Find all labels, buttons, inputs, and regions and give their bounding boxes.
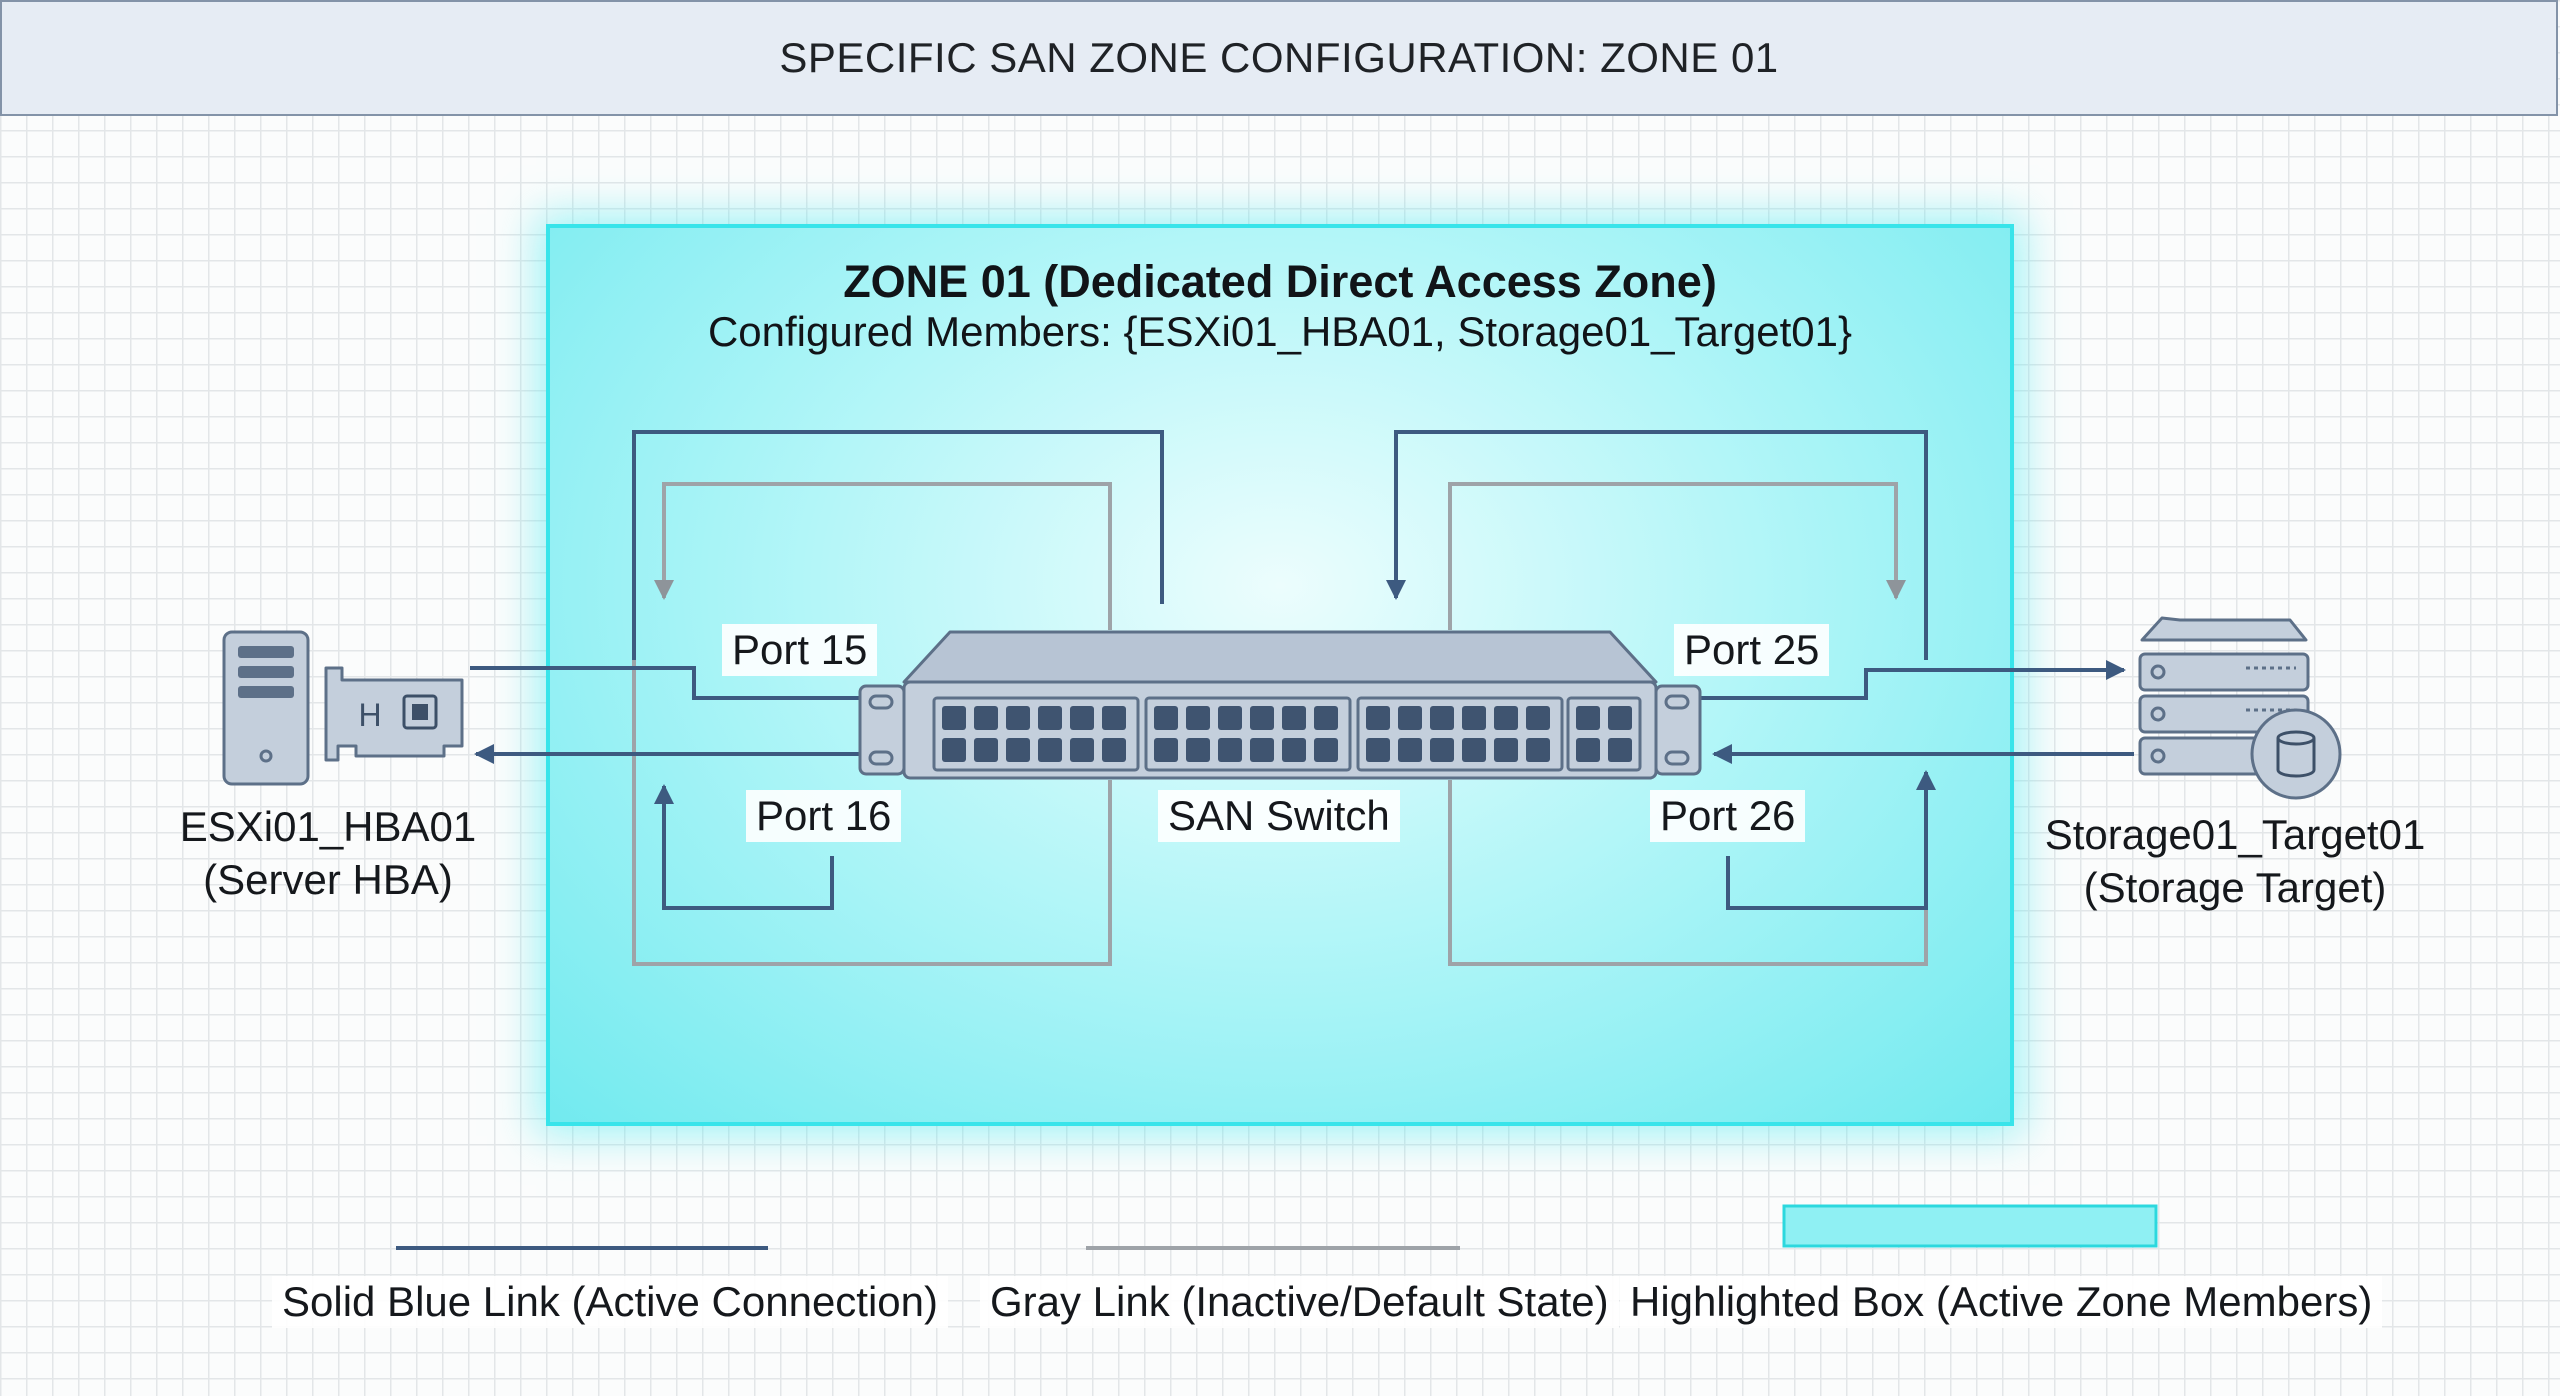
switch-port	[1462, 738, 1486, 762]
switch-port	[974, 738, 998, 762]
switch-port	[1366, 738, 1390, 762]
switch-port	[1038, 738, 1062, 762]
uplink-port	[1576, 738, 1600, 762]
blue-link	[470, 666, 860, 700]
switch-port-grid	[932, 696, 1642, 772]
switch-port	[1250, 738, 1274, 762]
gray-link	[1448, 482, 1906, 630]
switch-port	[1282, 738, 1306, 762]
zone-name: ZONE 01 (Dedicated Direct Access Zone)	[843, 256, 1717, 307]
storage-role: (Storage Target)	[2083, 864, 2387, 911]
switch-port	[1282, 706, 1306, 730]
switch-port	[1250, 706, 1274, 730]
port-25-label: Port 25	[1674, 624, 1830, 676]
switch-port	[1526, 738, 1550, 762]
port-group	[1356, 696, 1564, 772]
switch-port	[1154, 738, 1178, 762]
switch-port	[1186, 738, 1210, 762]
legend-highlight-swatch	[1782, 1204, 2158, 1248]
page-title: SPECIFIC SAN ZONE CONFIGURATION: ZONE 01	[779, 34, 1779, 81]
switch-port	[1218, 706, 1242, 730]
blue-link	[1726, 770, 1936, 910]
switch-port	[1398, 706, 1422, 730]
port-26-label: Port 26	[1650, 790, 1806, 842]
switch-port	[1070, 738, 1094, 762]
port-group	[932, 696, 1140, 772]
server-role: (Server HBA)	[203, 856, 453, 903]
active-links-left	[470, 430, 1164, 910]
switch-port	[1314, 738, 1338, 762]
switch-port	[1038, 706, 1062, 730]
switch-port	[942, 706, 966, 730]
network-switch-icon	[858, 630, 1702, 780]
legend-gray-label: Gray Link (Inactive/Default State)	[980, 1276, 1619, 1328]
hba-letter: H	[358, 697, 381, 733]
switch-port	[1154, 706, 1178, 730]
switch-label: SAN Switch	[1158, 790, 1400, 842]
server-name: ESXi01_HBA01	[179, 803, 477, 850]
uplink-port	[1576, 706, 1600, 730]
blue-link	[632, 430, 1164, 660]
switch-port	[1494, 706, 1518, 730]
blue-link	[654, 784, 834, 910]
switch-port	[974, 706, 998, 730]
port-15-label: Port 15	[722, 624, 878, 676]
switch-port	[1314, 706, 1338, 730]
storage-name: Storage01_Target01	[2044, 811, 2426, 858]
switch-port	[1070, 706, 1094, 730]
switch-port	[1006, 738, 1030, 762]
gray-link	[654, 482, 1112, 630]
blue-link	[1386, 430, 1928, 660]
blue-link	[1700, 660, 2126, 700]
switch-port	[1006, 706, 1030, 730]
title-bar: SPECIFIC SAN ZONE CONFIGURATION: ZONE 01	[0, 0, 2558, 116]
switch-port	[1526, 706, 1550, 730]
server-label: ESXi01_HBA01 (Server HBA)	[168, 800, 488, 906]
zone-members: Configured Members: {ESXi01_HBA01, Stora…	[707, 308, 1853, 355]
uplink-port	[1608, 738, 1632, 762]
storage-label: Storage01_Target01 (Storage Target)	[2030, 808, 2440, 914]
active-links-right	[1386, 430, 2134, 910]
storage-array-icon	[2138, 616, 2342, 800]
switch-port	[1462, 706, 1486, 730]
legend-blue-label: Solid Blue Link (Active Connection)	[272, 1276, 949, 1328]
switch-port	[1430, 738, 1454, 762]
gray-link	[632, 656, 1112, 966]
switch-port	[1102, 706, 1126, 730]
switch-port	[1366, 706, 1390, 730]
legend-highlight-label: Highlighted Box (Active Zone Members)	[1620, 1276, 2383, 1328]
port-group	[1144, 696, 1352, 772]
switch-port	[1430, 706, 1454, 730]
switch-port	[1494, 738, 1518, 762]
switch-port	[1186, 706, 1210, 730]
switch-port	[1218, 738, 1242, 762]
switch-port	[1398, 738, 1422, 762]
inactive-links-left	[632, 482, 1112, 966]
uplink-group	[1566, 696, 1642, 772]
uplink-port	[1608, 706, 1632, 730]
switch-port	[942, 738, 966, 762]
server-hba-icon: H	[222, 630, 464, 786]
port-16-label: Port 16	[746, 790, 902, 842]
switch-port	[1102, 738, 1126, 762]
